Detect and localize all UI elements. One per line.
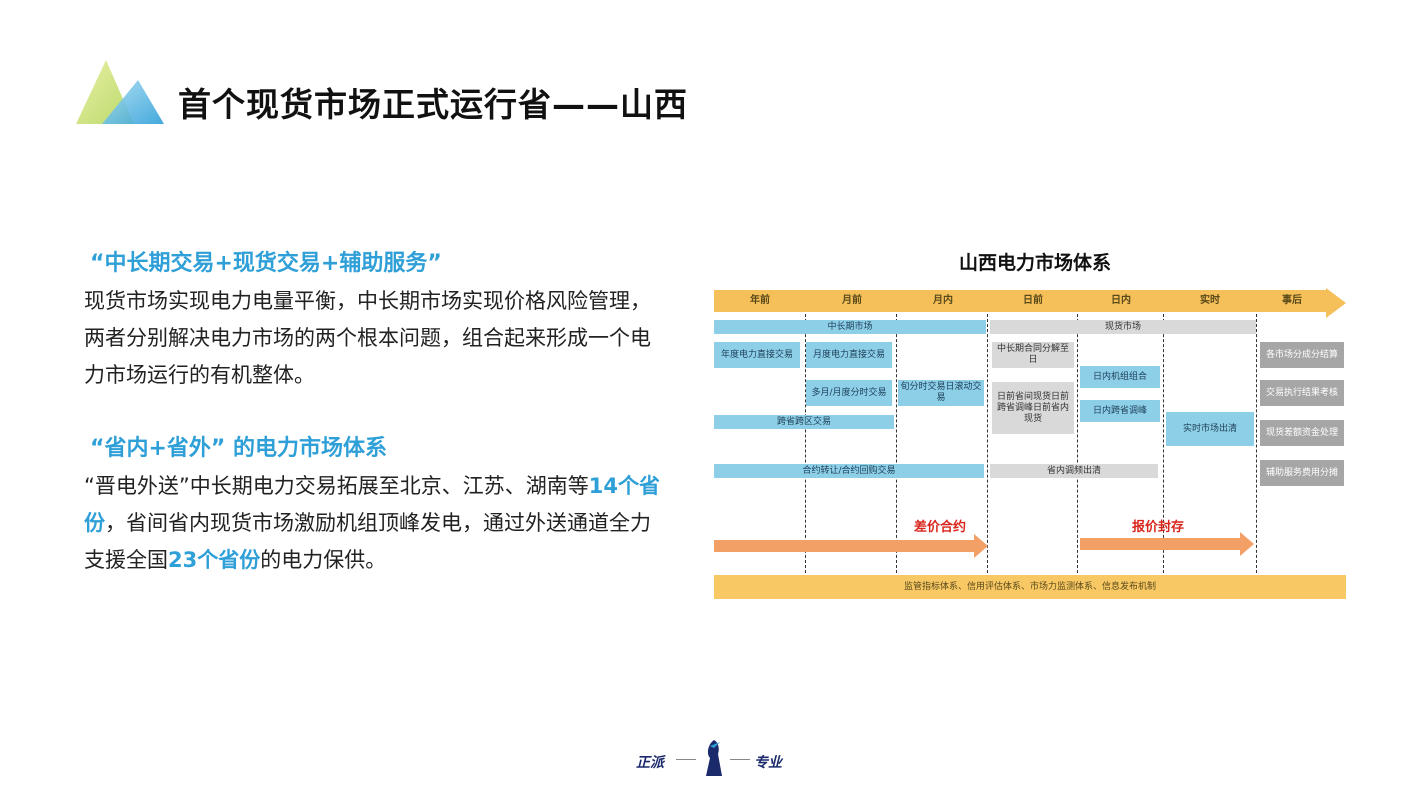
para-part-3: 的电力保供。 xyxy=(260,548,387,572)
title-triangles-icon xyxy=(76,60,164,124)
brand-left-text: 正派 xyxy=(636,755,664,771)
contract-transfer-bar: 合约转让/合约回购交易 xyxy=(714,464,984,478)
settlement-box: 各市场分成分结算 xyxy=(1260,342,1344,368)
highlight-23-provinces: 23个省份 xyxy=(168,548,261,572)
spot-deviation-box: 现货差额资金处理 xyxy=(1260,420,1344,446)
section-paragraph-1: 现货市场实现电力电量平衡，中长期市场实现价格风险管理，两者分别解决电力市场的两个… xyxy=(84,289,651,387)
bid-sealing-label: 报价封存 xyxy=(1132,520,1185,535)
bid-arrow-head xyxy=(1240,532,1254,556)
section-paragraph-2: “晋电外送”中长期电力交易拓展至北京、江苏、湖南等14个省份，省间省内现货市场激… xyxy=(84,468,669,579)
phase-divider xyxy=(1077,314,1078,578)
phase-label: 年前 xyxy=(750,295,770,306)
multi-month-box: 多月/月度分时交易 xyxy=(806,380,892,406)
page-title: 首个现货市场正式运行省——山西 xyxy=(178,85,688,124)
brand-figure-icon xyxy=(706,740,722,776)
diagram-title: 山西电力市场体系 xyxy=(958,252,1111,274)
mid-long-market-bar: 中长期市场 xyxy=(714,320,986,334)
cfd-label: 差价合约 xyxy=(914,520,967,535)
market-system-diagram: 年前 月前 月内 日前 日内 实时 事后 中长期市场 现货市场 年度电力直接交易… xyxy=(714,288,1348,603)
para-part-2: ，省间省内现货市场激励机组顶峰发电，通过外送通道全力支援全国 xyxy=(84,511,651,572)
bid-arrow xyxy=(1080,538,1240,550)
section-heading-2: “省内+省外” 的电力市场体系 xyxy=(90,436,388,461)
mid-long-decompose-box: 中长期合同分解至日 xyxy=(992,342,1074,368)
phase-label: 月内 xyxy=(933,295,953,306)
brand-footer: 正派 专业 xyxy=(636,738,796,778)
cross-region-box: 跨省跨区交易 xyxy=(714,415,894,429)
cfd-arrow xyxy=(714,540,974,552)
phase-divider xyxy=(896,314,897,578)
phase-label: 月前 xyxy=(842,295,862,306)
intraday-cross-box: 日内跨省调峰 xyxy=(1080,400,1160,422)
brand-divider xyxy=(730,759,750,760)
section-heading-1: “中长期交易+现货交易+辅助服务” xyxy=(90,251,442,276)
annual-direct-box: 年度电力直接交易 xyxy=(714,342,800,368)
cfd-arrow-head xyxy=(974,534,988,558)
ancillary-box: 辅助服务费用分摊 xyxy=(1260,460,1344,486)
phase-label: 日前 xyxy=(1023,295,1043,306)
intraday-unit-box: 日内机组组合 xyxy=(1080,366,1160,388)
timeline-arrow-head xyxy=(1326,288,1346,318)
brand-right-text: 专业 xyxy=(754,755,782,771)
brand-divider xyxy=(676,759,696,760)
text-column: “中长期交易+现货交易+辅助服务” 现货市场实现电力电量平衡，中长期市场实现价格… xyxy=(84,245,669,579)
phase-divider xyxy=(805,314,806,578)
phase-label: 日内 xyxy=(1111,295,1131,306)
section-2: “省内+省外” 的电力市场体系 “晋电外送”中长期电力交易拓展至北京、江苏、湖南… xyxy=(84,430,669,579)
phase-divider xyxy=(1163,314,1164,578)
day-ahead-box: 日前省间现货日前跨省调峰日前省内现货 xyxy=(992,382,1074,434)
regulation-bar: 监管指标体系、信用评估体系、市场力监测体系、信息发布机制 xyxy=(714,575,1346,599)
phase-label: 实时 xyxy=(1200,295,1220,306)
highlight-14-provinces: 14个省份 xyxy=(84,474,660,535)
phase-divider xyxy=(987,314,988,578)
intra-month-box: 旬分时交易日滚动交易 xyxy=(898,380,984,406)
timeline-arrow-bar xyxy=(714,290,1326,312)
phase-label: 事后 xyxy=(1282,295,1302,306)
monthly-direct-box: 月度电力直接交易 xyxy=(806,342,892,368)
phase-divider xyxy=(1256,314,1257,578)
para-part-1: “晋电外送”中长期电力交易拓展至北京、江苏、湖南等 xyxy=(84,474,589,498)
in-province-bar: 省内调频出清 xyxy=(990,464,1158,478)
realtime-clearing-box: 实时市场出清 xyxy=(1166,412,1254,446)
exec-assess-box: 交易执行结果考核 xyxy=(1260,380,1344,406)
spot-market-bar: 现货市场 xyxy=(990,320,1256,334)
